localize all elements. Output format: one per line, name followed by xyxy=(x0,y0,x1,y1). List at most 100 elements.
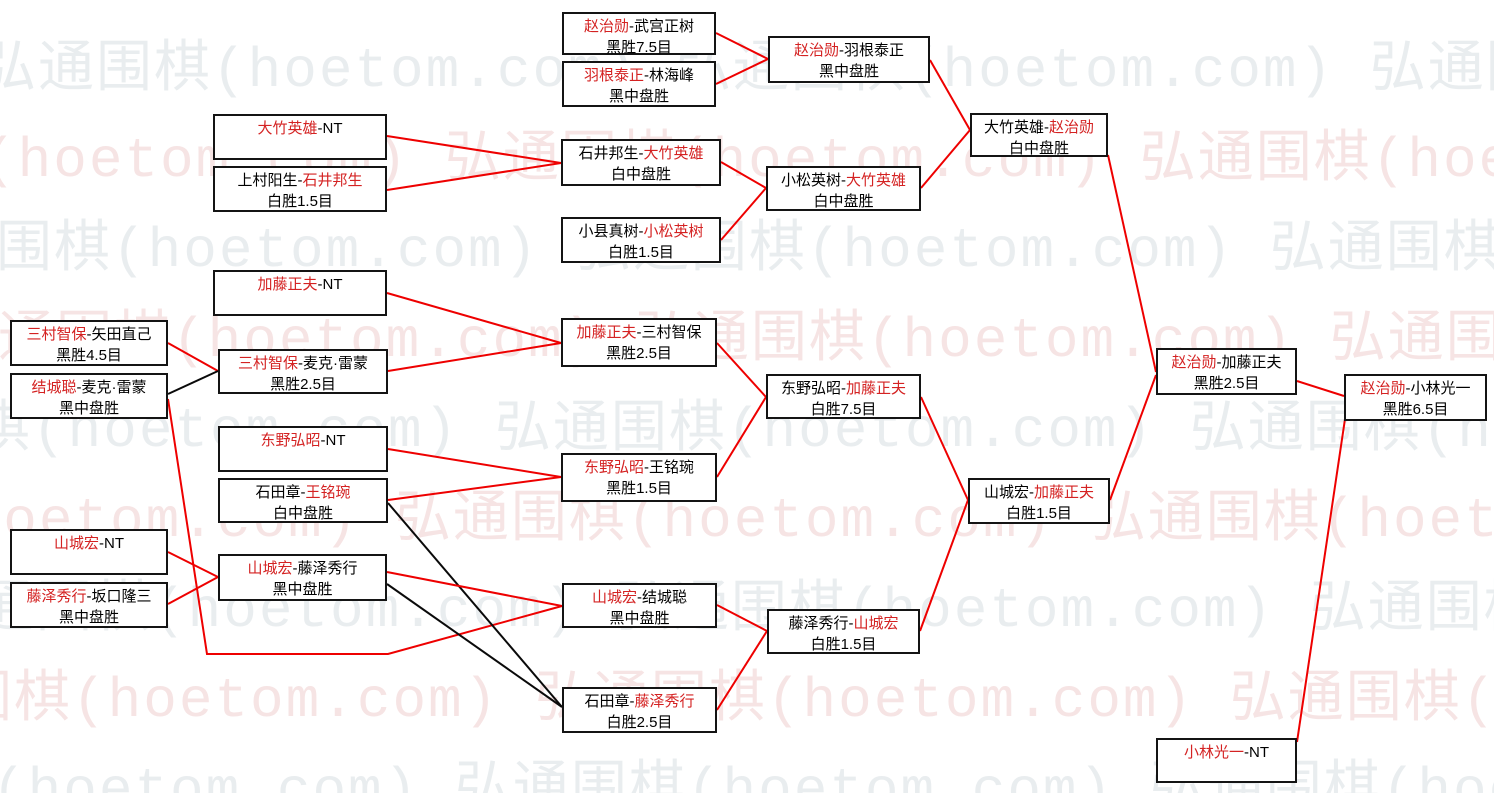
winner-name: 三村智保 xyxy=(237,355,298,372)
name-separator: - xyxy=(637,589,642,606)
match-box: 山城宏-NT xyxy=(10,529,168,575)
winner-path-line xyxy=(715,58,769,85)
winner-path-line xyxy=(1296,380,1345,397)
match-players: 小松英树-大竹英雄 xyxy=(768,170,919,191)
player-name: 小县真树 xyxy=(578,223,639,240)
match-result: 白中盘胜 xyxy=(1008,140,1069,157)
player-name: 东野弘昭 xyxy=(780,380,841,397)
match-players: 上村阳生-石井邦生 xyxy=(215,170,385,191)
match-result: 黑胜2.5目 xyxy=(1193,375,1260,392)
match-box: 三村智保-矢田直己黑胜4.5目 xyxy=(10,320,168,366)
match-players: 大竹英雄-NT xyxy=(215,118,385,139)
loser-path-line xyxy=(387,502,563,708)
name-separator: - xyxy=(638,223,644,240)
winner-path-line xyxy=(387,448,562,478)
match-result: 黑中盘胜 xyxy=(608,88,669,105)
winner-name: 王铭琬 xyxy=(305,484,351,501)
bye-label: NT xyxy=(1249,744,1269,761)
match-result: 黑胜4.5目 xyxy=(56,347,122,364)
match-box: 结城聪-麦克·雷蒙黑中盘胜 xyxy=(10,373,168,419)
match-box: 东野弘昭-王铭琬黑胜1.5目 xyxy=(561,453,717,502)
name-separator: - xyxy=(317,276,323,293)
player-name: 麦克·雷蒙 xyxy=(81,379,147,396)
name-separator: - xyxy=(841,172,846,189)
match-box: 石田章-藤泽秀行白胜2.5目 xyxy=(562,687,717,733)
match-players: 赵治勋-小林光一 xyxy=(1346,378,1485,399)
winner-name: 山城宏 xyxy=(247,560,293,577)
match-players: 山城宏-藤泽秀行 xyxy=(220,558,385,579)
player-name: 上村阳生 xyxy=(237,172,298,189)
winner-path-line xyxy=(720,187,767,241)
match-result: 白中盘胜 xyxy=(610,166,671,183)
loser-path-line xyxy=(386,583,563,708)
winner-name: 赵治勋 xyxy=(583,18,629,35)
match-result: 黑胜7.5目 xyxy=(606,39,672,56)
winner-name: 结城聪 xyxy=(31,379,77,396)
player-name: 石田章 xyxy=(255,484,301,501)
match-players: 东野弘昭-王铭琬 xyxy=(563,457,715,478)
match-result: 白胜1.5目 xyxy=(810,636,877,653)
winner-name: 加藤正夫 xyxy=(576,324,637,341)
match-result: 黑中盘胜 xyxy=(818,63,879,80)
winner-name: 石井邦生 xyxy=(302,172,363,189)
name-separator: - xyxy=(298,355,303,372)
player-name: 三村智保 xyxy=(641,324,702,341)
match-box: 大竹英雄-赵治勋白中盘胜 xyxy=(970,113,1108,157)
match-result: 黑胜2.5目 xyxy=(606,345,672,362)
match-box: 大竹英雄-NT xyxy=(213,114,387,160)
winner-path-line xyxy=(1296,418,1346,743)
winner-path-line xyxy=(716,630,768,711)
winner-path-line xyxy=(387,342,562,372)
name-separator: - xyxy=(317,120,323,137)
match-box: 三村智保-麦克·雷蒙黑胜2.5目 xyxy=(218,349,388,394)
match-players: 加藤正夫-NT xyxy=(215,274,385,295)
name-separator: - xyxy=(300,484,306,501)
winner-name: 赵治勋 xyxy=(1171,354,1217,371)
player-name: 石井邦生 xyxy=(578,145,639,162)
name-separator: - xyxy=(636,324,642,341)
match-players: 羽根泰正-林海峰 xyxy=(564,65,714,86)
name-separator: - xyxy=(841,380,846,397)
match-result: 黑胜2.5目 xyxy=(270,376,336,393)
name-separator: - xyxy=(1244,744,1249,761)
winner-path-line xyxy=(720,161,767,189)
match-result: 白胜1.5目 xyxy=(1006,505,1072,522)
player-name: 结城聪 xyxy=(642,589,688,606)
player-name: 羽根泰正 xyxy=(844,42,905,59)
name-separator: - xyxy=(1405,380,1411,397)
winner-name: 山城宏 xyxy=(53,535,99,552)
name-separator: - xyxy=(76,379,82,396)
match-box: 石田章-王铭琬白中盘胜 xyxy=(218,478,388,523)
player-name: 王铭琬 xyxy=(649,459,695,476)
winner-name: 山城宏 xyxy=(853,615,899,632)
match-result: 白胜1.5目 xyxy=(267,193,333,210)
name-separator: - xyxy=(629,693,635,710)
player-name: 麦克·雷蒙 xyxy=(303,355,368,372)
player-name: 加藤正夫 xyxy=(1221,354,1282,371)
match-box: 藤泽秀行-坂口隆三黑中盘胜 xyxy=(10,582,168,628)
player-name: 武宫正树 xyxy=(634,18,695,35)
winner-name: 赵治勋 xyxy=(1049,119,1095,136)
winner-name: 小松英树 xyxy=(643,223,704,240)
match-box: 上村阳生-石井邦生白胜1.5目 xyxy=(213,166,387,212)
winner-path-line xyxy=(167,576,219,605)
winner-path-line xyxy=(919,499,969,632)
winner-path-line xyxy=(386,571,563,607)
player-name: 藤泽秀行 xyxy=(297,560,358,577)
winner-path-line xyxy=(920,129,971,189)
match-box: 赵治勋-羽根泰正黑中盘胜 xyxy=(768,36,930,83)
winner-name: 三村智保 xyxy=(26,326,87,343)
name-separator: - xyxy=(644,67,649,84)
player-name: 矢田直己 xyxy=(91,326,152,343)
match-box: 赵治勋-小林光一黑胜6.5目 xyxy=(1344,374,1487,421)
loser-path-line xyxy=(167,370,219,395)
name-separator: - xyxy=(848,615,854,632)
winner-path-line xyxy=(716,604,768,632)
match-players: 石井邦生-大竹英雄 xyxy=(563,143,719,164)
match-result: 黑中盘胜 xyxy=(272,581,333,598)
match-result: 白中盘胜 xyxy=(813,193,874,210)
match-players: 山城宏-结城聪 xyxy=(564,587,715,608)
winner-name: 藤泽秀行 xyxy=(26,588,87,605)
match-box: 小林光一-NT xyxy=(1156,738,1297,783)
